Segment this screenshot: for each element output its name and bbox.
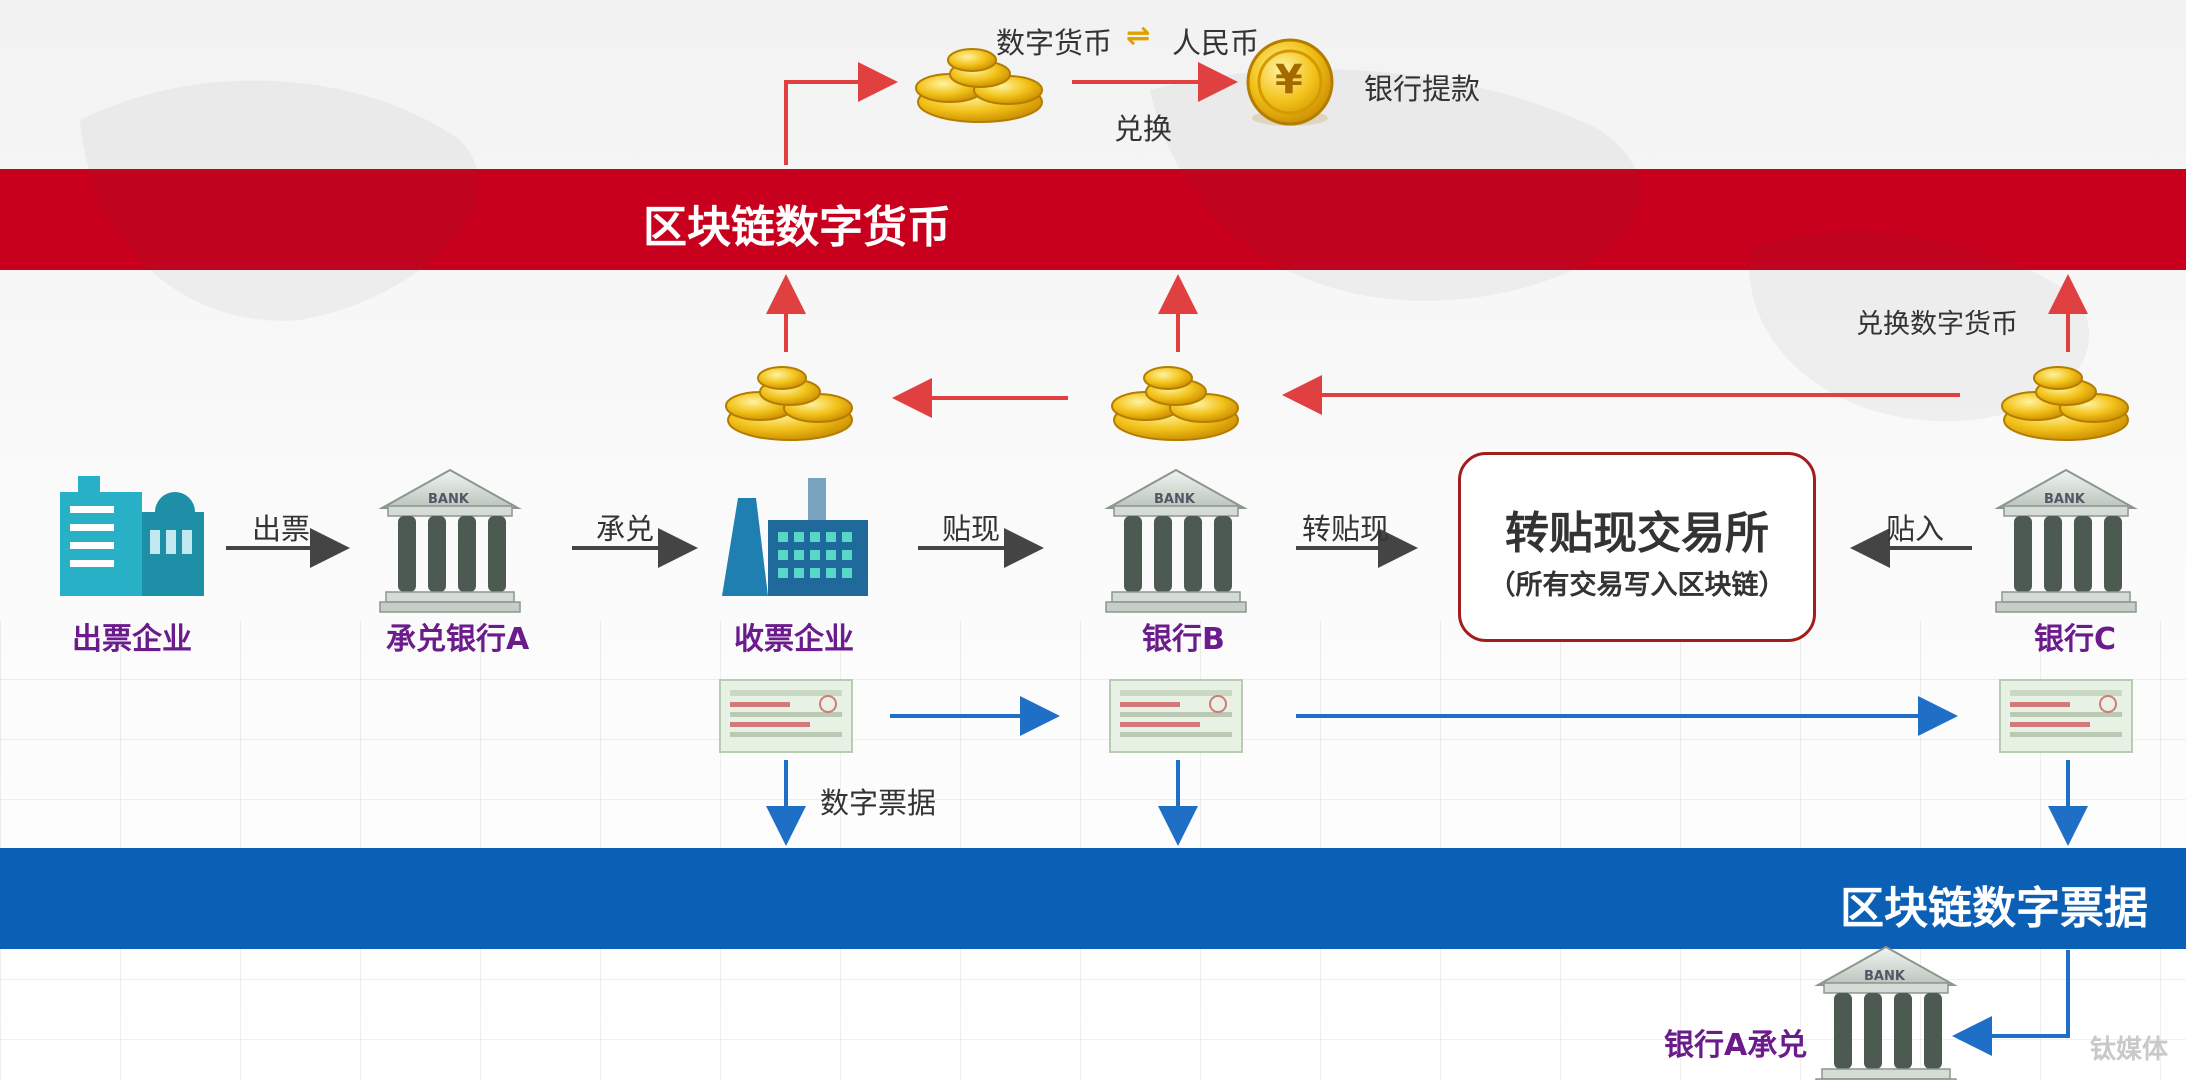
currency-pair-left: 数字货币 <box>996 26 1113 60</box>
bank-a-accept-icon <box>1815 946 1957 1080</box>
watermark-logo: 钛媒体 <box>2089 1035 2168 1065</box>
bank-b-label: 银行B <box>1142 622 1225 657</box>
rediscount-label: 转贴现 <box>1302 512 1390 546</box>
bank-withdraw-label: 银行提款 <box>1364 72 1481 106</box>
arrow-to-bank-a-accept <box>1952 950 2070 1056</box>
currency-chain-band: 区块链数字货币 <box>0 169 2186 270</box>
coins-bankb-icon <box>1111 366 1239 441</box>
digital-bill-label: 数字票据 <box>820 786 937 820</box>
accept-label: 承兑 <box>596 512 655 546</box>
bill-bankb-icon <box>1109 679 1243 753</box>
arrow-to-digital-currency <box>784 62 898 165</box>
issuer-label: 出票企业 <box>72 622 192 657</box>
currency-chain-title: 区块链数字货币 <box>643 202 951 253</box>
issue-label: 出票 <box>252 512 311 546</box>
coins-payee-icon <box>725 366 853 441</box>
exchange-title: 转贴现交易所 <box>1505 508 1769 559</box>
bill-chain-band: 区块链数字票据 <box>0 848 2186 949</box>
bill-payee-icon <box>719 679 853 753</box>
bank-a-accept-sign: BANK <box>1864 969 1905 984</box>
world-map-background <box>80 69 2090 422</box>
accepting-bank-label: 承兑银行A <box>386 622 530 657</box>
exchange-subtitle: （所有交易写入区块链） <box>1488 570 1786 601</box>
currency-pair-right: 人民币 <box>1172 26 1260 60</box>
yuan-coin-icon <box>1246 38 1334 126</box>
exchange-label: 兑换 <box>1114 112 1173 146</box>
bank-c-label: 银行C <box>2034 622 2117 657</box>
yuan-symbol: ¥ <box>1275 57 1303 103</box>
swap-icon: ⇌ <box>1126 18 1151 52</box>
payee-factory-icon <box>722 478 868 596</box>
discount-in-label: 贴入 <box>1886 512 1945 546</box>
discount-label: 贴现 <box>942 512 1001 546</box>
bank-c-sign: BANK <box>2044 492 2085 507</box>
bill-chain-title: 区块链数字票据 <box>1840 883 2148 934</box>
rediscount-exchange-box: 转贴现交易所 （所有交易写入区块链） <box>1458 452 1816 642</box>
exchange-currency-label: 兑换数字货币 <box>1856 309 2018 340</box>
bank-a-accept-label: 银行A承兑 <box>1664 1028 1808 1063</box>
bank-a-sign: BANK <box>428 492 469 507</box>
bank-b-sign: BANK <box>1154 492 1195 507</box>
issuer-building-icon <box>60 476 204 596</box>
bill-bankc-icon <box>1999 679 2133 753</box>
payee-label: 收票企业 <box>734 622 854 657</box>
